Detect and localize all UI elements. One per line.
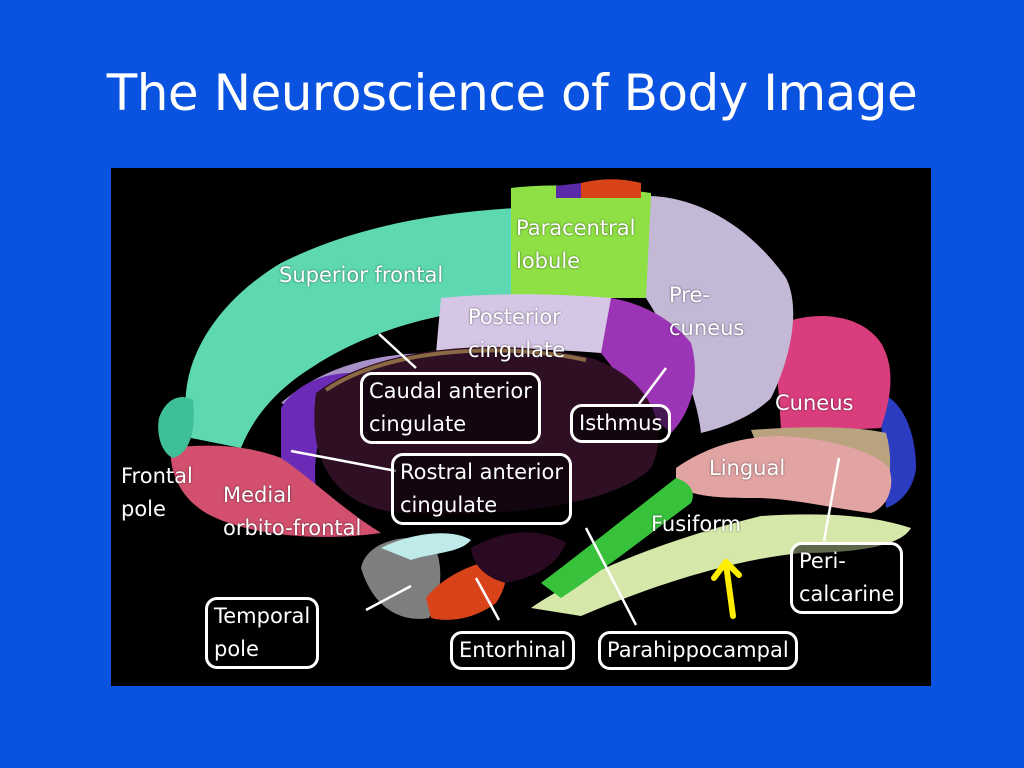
corpus-callosum-rim xyxy=(324,348,587,392)
superior-frontal-region xyxy=(185,208,516,448)
label-fusiform: Fusiform xyxy=(651,512,741,536)
temporal-pole-region xyxy=(361,537,441,619)
yellow-arrow xyxy=(711,559,742,619)
label-medial-orbitofrontal: Medial orbito-frontal xyxy=(223,483,362,540)
label-rostral-anterior-cingulate: Rostral anterior cingulate xyxy=(391,453,572,525)
precuneus-region xyxy=(646,196,794,433)
label-posterior-cingulate: Posterior cingulate xyxy=(468,305,566,362)
label-paracentral-lobule: Paracentral lobule xyxy=(516,216,636,273)
label-frontal-pole: Frontal pole xyxy=(121,464,193,521)
top-purple-patch xyxy=(556,183,581,198)
posterior-cingulate-region xyxy=(436,294,611,353)
label-lingual: Lingual xyxy=(709,456,786,480)
label-parahippocampal: Parahippocampal xyxy=(598,631,798,670)
paracentral-region xyxy=(511,185,651,298)
label-entorhinal: Entorhinal xyxy=(450,631,576,670)
isthmus-region xyxy=(601,298,695,433)
leader-lines xyxy=(290,333,841,626)
parahippocampal-region xyxy=(541,478,693,598)
label-superior-frontal: Superior frontal xyxy=(279,263,444,287)
label-temporal-pole: Temporal pole xyxy=(205,597,320,669)
lingual-region xyxy=(676,436,892,513)
label-precuneus: Pre- cuneus xyxy=(669,283,745,340)
label-cuneus: Cuneus xyxy=(775,391,854,415)
label-pericalcarine: Peri- calcarine xyxy=(790,542,904,614)
top-red-patch xyxy=(581,179,641,198)
label-isthmus: Isthmus xyxy=(570,404,672,443)
hippocampal-pocket xyxy=(471,532,566,583)
cuneus-region xyxy=(771,316,891,430)
label-caudal-anterior-cingulate: Caudal anterior cingulate xyxy=(360,372,541,444)
slide-title: The Neuroscience of Body Image xyxy=(106,64,918,122)
brain-figure: Superior frontal Paracentral lobule Post… xyxy=(111,168,931,686)
medial-orbitofrontal-region xyxy=(170,445,381,537)
cyan-strip-region xyxy=(381,533,471,560)
frontal-pole-edge xyxy=(158,397,194,458)
